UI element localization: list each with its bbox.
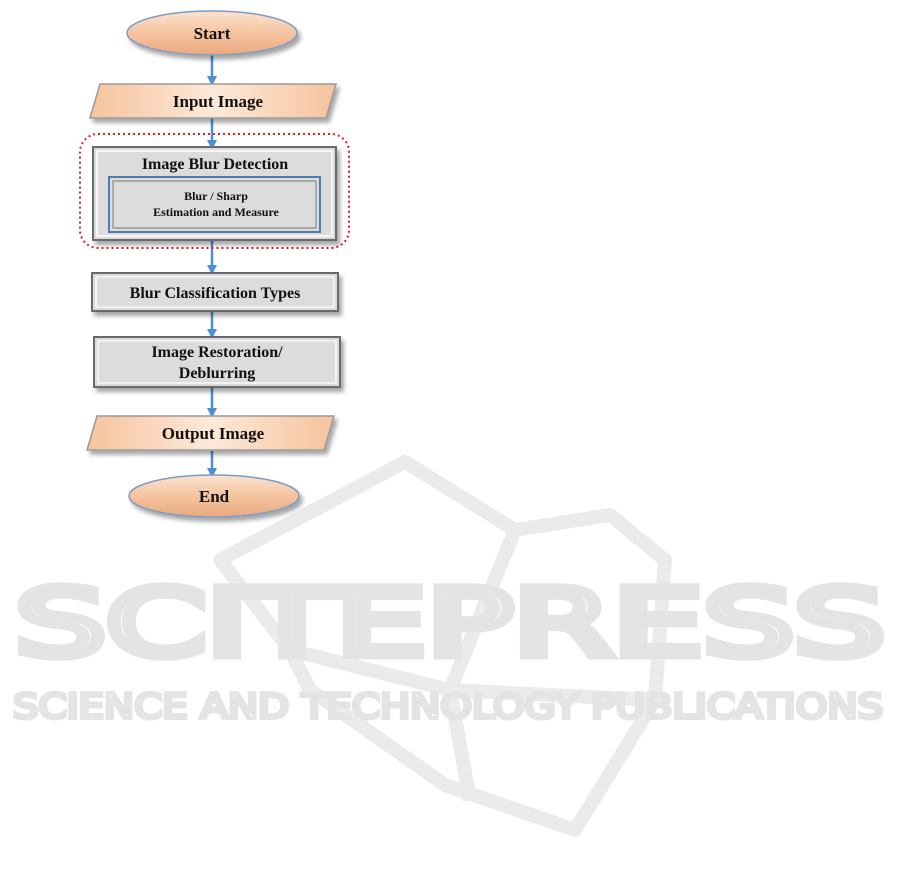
- start-node: Start: [127, 11, 297, 55]
- blur-classification-node: Blur Classification Types: [92, 273, 338, 311]
- image-restoration-label: Image Restoration/: [151, 344, 283, 361]
- end-label: End: [199, 487, 230, 506]
- estimation-measure-label: Estimation and Measure: [153, 205, 279, 219]
- blur-detection-node: Image Blur Detection Blur / Sharp Estima…: [93, 147, 336, 240]
- blur-sharp-label: Blur / Sharp: [184, 189, 248, 203]
- start-label: Start: [194, 24, 231, 43]
- blur-classification-label: Blur Classification Types: [130, 285, 301, 302]
- blur-detection-title: Image Blur Detection: [142, 156, 288, 173]
- output-image-label: Output Image: [162, 424, 265, 443]
- input-image-node: Input Image: [90, 84, 336, 118]
- output-image-node: Output Image: [87, 416, 334, 450]
- end-node: End: [129, 475, 299, 517]
- blur-sharp-estimation-box: Blur / Sharp Estimation and Measure: [109, 177, 320, 232]
- image-restoration-node: Image Restoration/ Deblurring: [94, 337, 340, 387]
- input-image-label: Input Image: [173, 92, 264, 111]
- deblurring-label: Deblurring: [179, 365, 255, 382]
